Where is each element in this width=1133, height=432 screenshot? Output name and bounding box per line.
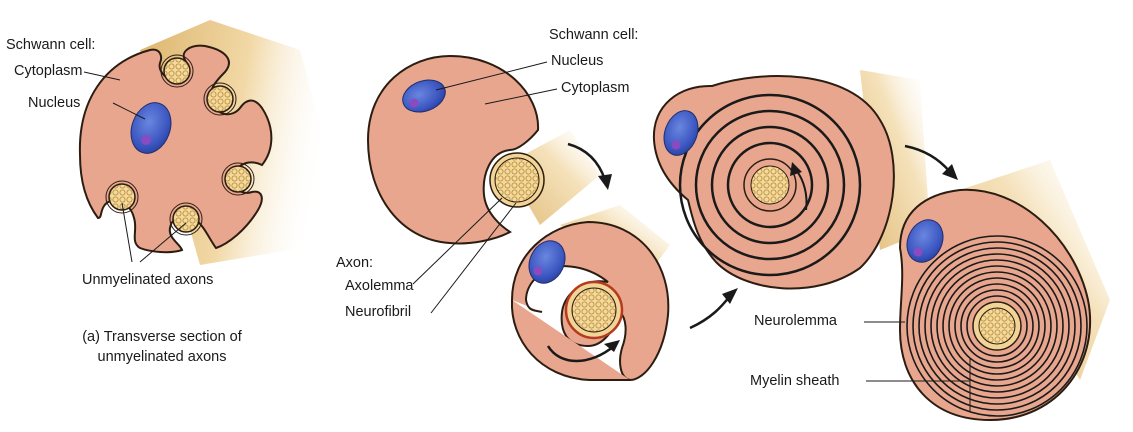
- panel-a-axon-4: [170, 203, 202, 235]
- panel-a-title: Schwann cell:: [6, 37, 95, 54]
- panel-a-axon-2: [204, 83, 236, 115]
- panel-a-transverse: [80, 20, 340, 265]
- panel-a-axon-1: [161, 55, 193, 87]
- stage-2-cell: [512, 205, 670, 380]
- panel-a-caption-line-2: unmyelinated axons: [62, 348, 262, 367]
- stage-1-axon: [490, 153, 544, 207]
- stage-2-nucleolus-shape: [534, 267, 543, 276]
- process-arrow-2: [690, 288, 738, 328]
- stage-3-nucleolus-shape: [672, 141, 681, 150]
- panel-b-cytoplasm-label: Cytoplasm: [561, 80, 630, 97]
- stage-4-nucleolus-shape: [914, 248, 923, 257]
- panel-a-axon-5: [106, 181, 138, 213]
- panel-a-caption-line-1: (a) Transverse section of: [62, 328, 262, 347]
- neurofibril-label: Neurofibril: [345, 304, 411, 321]
- myelin-sheath-label: Myelin sheath: [750, 373, 839, 390]
- panel-a-nucleolus-shape: [141, 135, 151, 145]
- stage-3-cell: [654, 70, 930, 289]
- axon-title-label: Axon:: [336, 255, 373, 272]
- panel-a-cytoplasm-label: Cytoplasm: [14, 63, 83, 80]
- stage-1-nucleolus-shape: [410, 99, 419, 108]
- panel-a-axons-label: Unmyelinated axons: [82, 272, 213, 289]
- stage-3-axon: [744, 159, 796, 211]
- panel-a-nucleus-label: Nucleus: [28, 95, 80, 112]
- neurolemma-label: Neurolemma: [754, 313, 837, 330]
- panel-a-axon-3: [222, 163, 254, 195]
- stage-2-axon: [566, 282, 622, 338]
- panel-b-title: Schwann cell:: [549, 27, 638, 44]
- axolemma-label: Axolemma: [345, 278, 414, 295]
- stage-4-axon: [973, 302, 1021, 350]
- stage-1-schwann-cell-body: [368, 56, 538, 243]
- panel-b-nucleus-label: Nucleus: [551, 53, 603, 70]
